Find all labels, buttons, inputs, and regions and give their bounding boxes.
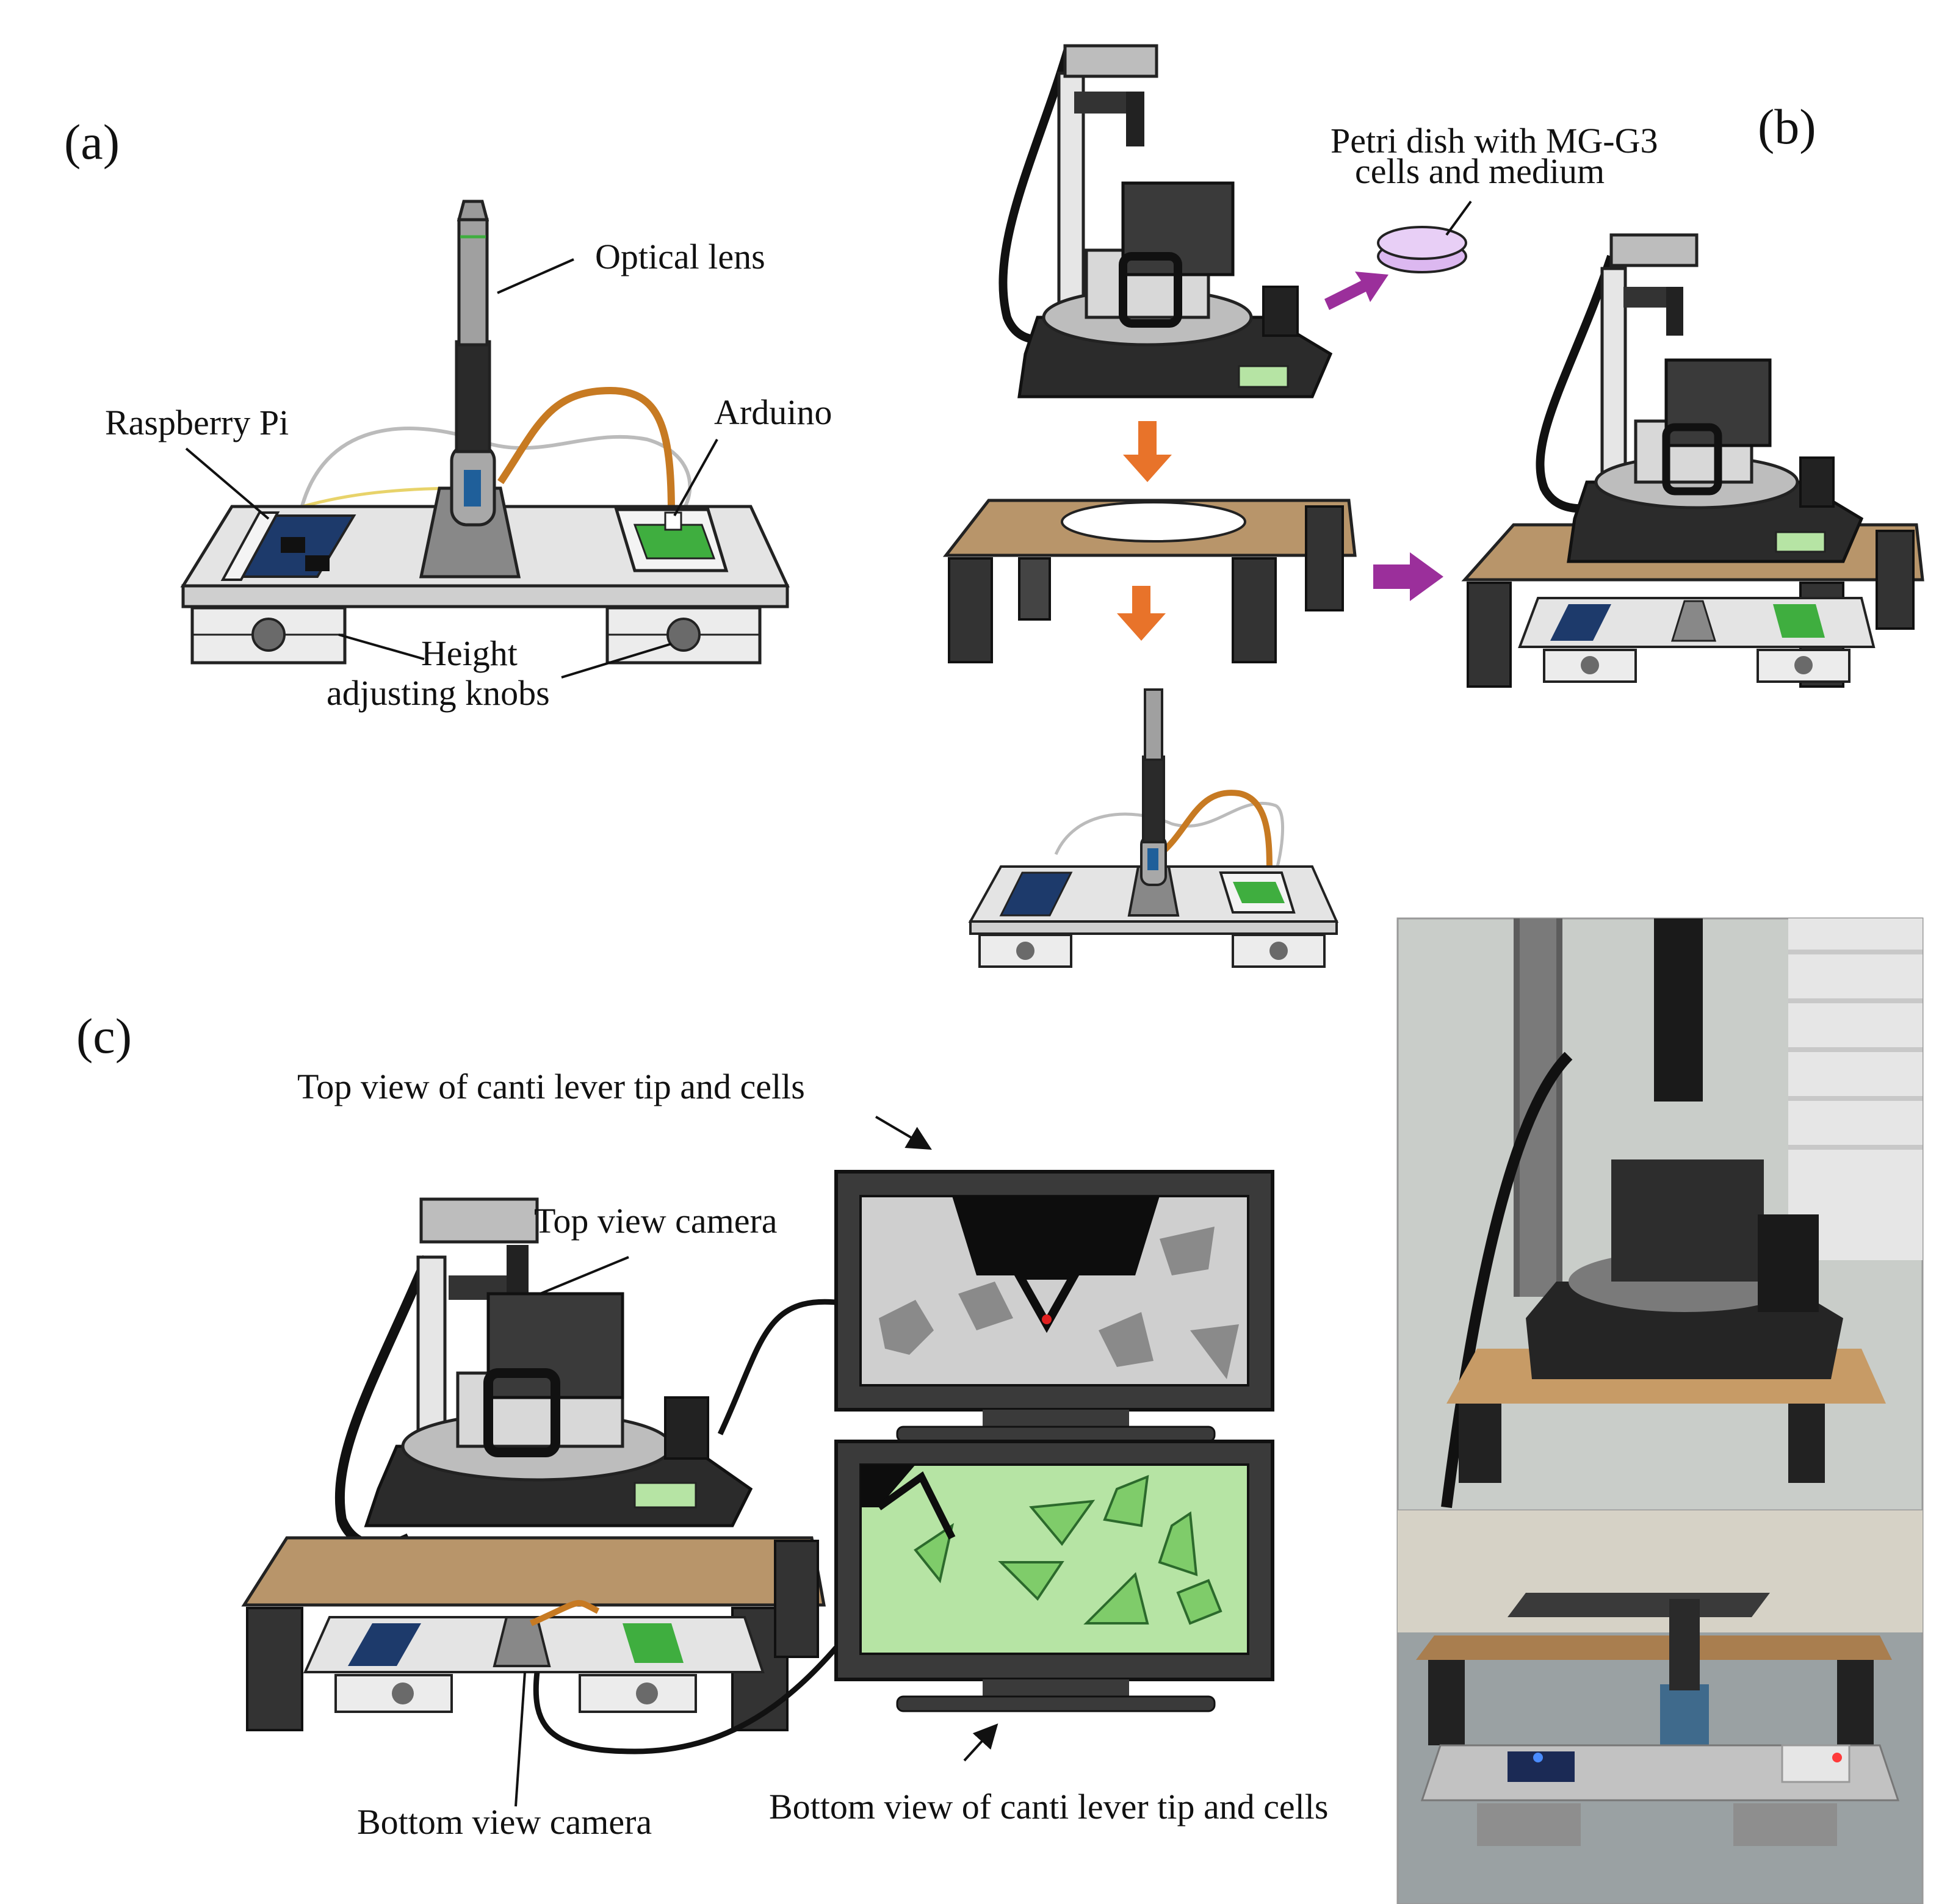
wood-table bbox=[942, 499, 1357, 663]
stage-small-b bbox=[968, 688, 1339, 968]
top-camera-cable bbox=[717, 1299, 843, 1435]
orange-arrow-down-2 bbox=[1117, 586, 1166, 641]
petri-dish bbox=[1377, 226, 1467, 273]
optical-lens-tube bbox=[457, 218, 489, 347]
label-bottom-view-tip: Bottom view of canti lever tip and cells bbox=[769, 1787, 1328, 1826]
raspberry-pi-header bbox=[220, 511, 280, 581]
height-knob-left bbox=[251, 618, 286, 652]
top-view-monitor bbox=[834, 1170, 1274, 1443]
stage-plate-edge bbox=[181, 584, 789, 608]
photo-afm-bottom bbox=[1396, 1509, 1924, 1904]
panel-c: (c) Top view of canti lever tip and cell… bbox=[76, 1008, 1328, 1842]
panel-b-label: (b) bbox=[1758, 99, 1816, 154]
label-petri-line2: cells and medium bbox=[1355, 151, 1605, 191]
label-arduino: Arduino bbox=[714, 392, 832, 432]
label-top-view-tip: Top view of canti lever tip and cells bbox=[297, 1067, 805, 1106]
orange-cable bbox=[497, 386, 675, 513]
lens-tube-lower bbox=[455, 340, 491, 453]
label-height-line1: Height bbox=[421, 633, 518, 673]
lens-camera-sensor bbox=[464, 470, 481, 507]
sensor-wire bbox=[297, 427, 692, 520]
orange-arrow-down-1 bbox=[1123, 421, 1172, 482]
top-cantilever-tip bbox=[1012, 1271, 1081, 1333]
photo-afm-top bbox=[1396, 917, 1924, 1512]
label-petri-line1: Petri dish with MG-G3 bbox=[1331, 121, 1658, 160]
afm-unit-top bbox=[998, 44, 1333, 398]
bottom-camera-cable bbox=[533, 1646, 839, 1754]
bottom-cantilever-tip bbox=[876, 1471, 956, 1540]
panel-c-label: (c) bbox=[76, 1008, 132, 1064]
afm-setup-c bbox=[241, 1197, 826, 1731]
cantilever-tip-marker bbox=[1042, 1314, 1052, 1324]
label-height-line2: adjusting knobs bbox=[327, 673, 550, 713]
arduino-board bbox=[633, 524, 716, 560]
purple-arrow-right bbox=[1373, 552, 1443, 601]
panel-a-label: (a) bbox=[64, 114, 120, 170]
height-knob-right bbox=[666, 618, 701, 652]
bottom-cantilever-holder bbox=[861, 1465, 915, 1507]
label-top-view-camera: Top view camera bbox=[534, 1201, 778, 1241]
assembled-setup-b bbox=[1461, 233, 1924, 688]
top-cantilever-holder bbox=[952, 1196, 1160, 1275]
label-raspberry-pi: Raspberry Pi bbox=[105, 403, 289, 442]
purple-arrow-petri bbox=[1324, 272, 1388, 310]
bottom-view-monitor bbox=[834, 1440, 1274, 1712]
panel-a: (a) Optical lens Ra bbox=[64, 114, 832, 713]
panel-b: (b) Petri dish with MG-G3 cells and medi… bbox=[942, 44, 1924, 968]
label-optical-lens: Optical lens bbox=[595, 237, 765, 276]
label-bottom-view-camera: Bottom view camera bbox=[357, 1802, 652, 1842]
